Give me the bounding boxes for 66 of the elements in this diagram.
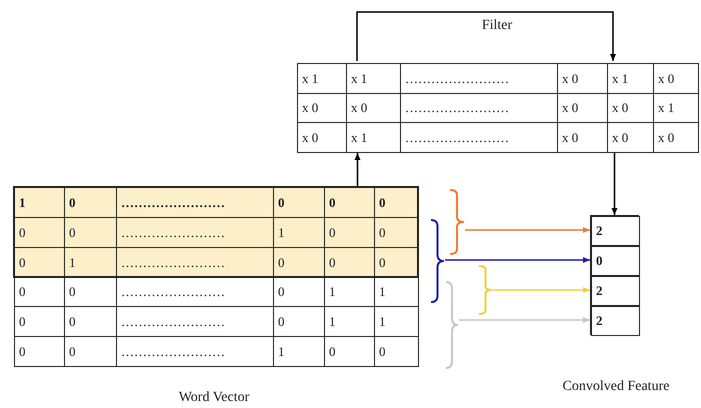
arrow [465,227,590,233]
curly-brace [479,266,492,314]
table-cell: x 0 [654,122,698,152]
table-cell: x 0 [298,122,346,152]
table-cell: x 0 [558,64,608,94]
table-cell: 0 [274,188,324,218]
table-cell: 0 [274,276,324,307]
table-cell: 1 [324,276,374,307]
table-cell: x 0 [298,93,346,123]
table-cell: x 1 [346,64,400,94]
table-cell: 1 [274,336,324,366]
feature-value: 2 [596,312,602,330]
table-cell: …………………… [116,336,274,366]
table-cell: …………………… [400,122,558,152]
arrow [459,317,590,323]
feature-value: 2 [596,282,602,300]
table-cell: x 0 [654,64,698,94]
table-cell: x 0 [608,122,654,152]
arrow [493,287,590,293]
node-label: Convolved Feature [562,378,670,396]
feature-value: 2 [596,222,602,240]
table-cell: x 0 [558,122,608,152]
table-cell: 0 [324,188,374,218]
table-cell: 1 [374,276,418,307]
table-cell: 0 [14,276,64,307]
node-label: Word Vector [178,389,250,407]
table-cell: 0 [14,336,64,366]
table-cell: 1 [324,306,374,337]
feature-cell [591,216,640,246]
table-cell: …………………… [116,276,274,307]
table-cell: 0 [64,217,116,248]
table-cell: 0 [64,336,116,366]
curly-brace [446,282,458,368]
table-cell: x 1 [346,122,400,152]
table-cell: 1 [14,188,64,218]
table-cell: 0 [64,276,116,307]
table-cell: 1 [374,306,418,337]
table-cell: 0 [64,188,116,218]
table-cell: 0 [274,306,324,337]
table-cell: …………………… [116,217,274,248]
table-cell: 0 [374,336,418,366]
table-cell: 0 [64,306,116,337]
table-cell: …………………… [116,306,274,337]
feature-cell [591,306,640,336]
table-cell: 0 [324,217,374,248]
table-cell: x 0 [346,93,400,123]
table-cell: …………………… [116,188,274,218]
table-cell: 0 [14,217,64,248]
table-cell: x 0 [608,93,654,123]
feature-cell [591,246,640,276]
table-cell: x 0 [558,93,608,123]
node-label: Filter [480,17,514,35]
arrow [612,153,618,215]
curly-brace [450,190,464,254]
table-cell: 0 [14,306,64,337]
curly-brace [431,220,444,302]
table-cell: x 1 [654,93,698,123]
table-cell: 0 [324,336,374,366]
arrow [445,257,590,263]
table-cell: 1 [274,217,324,248]
table-cell: x 1 [608,64,654,94]
table-cell: x 1 [298,64,346,94]
table-cell: …………………… [400,93,558,123]
feature-value: 0 [596,252,602,270]
table-cell: …………………… [400,64,558,94]
feature-cell [591,276,640,306]
